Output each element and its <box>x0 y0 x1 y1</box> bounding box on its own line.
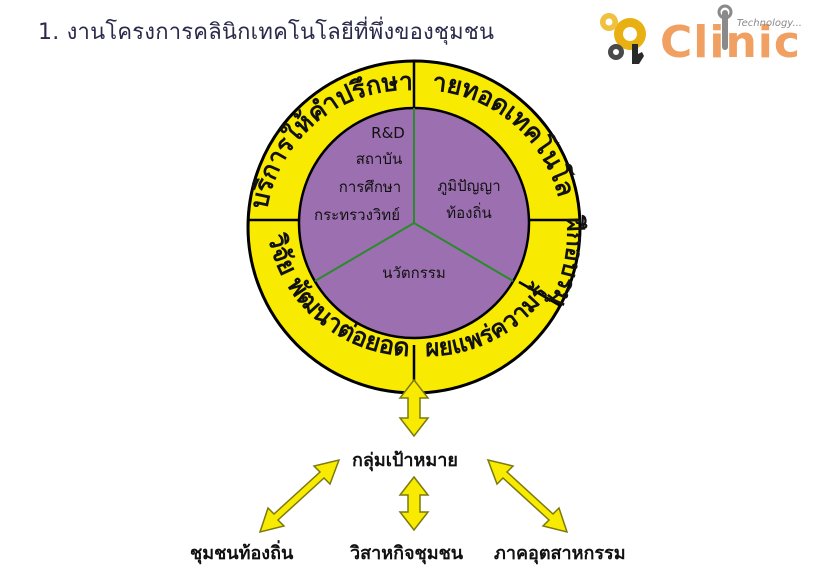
logo-tagline: Technology... <box>736 18 802 29</box>
ring-dividers <box>248 61 579 393</box>
arrow-target-to-center <box>398 475 430 532</box>
inner-label-local: ท้องถิ่น <box>446 202 492 222</box>
inner-label-institute: สถาบัน <box>356 150 402 168</box>
gear-dark-icon <box>608 44 624 60</box>
inner-label-education: การศึกษา <box>339 178 401 196</box>
clinic-logo: Clinic Technology... <box>594 4 816 70</box>
inner-label-rd: R&D <box>371 124 405 142</box>
cursor-hand-icon <box>632 44 644 64</box>
inner-dividers <box>314 108 514 282</box>
arrow-target-to-right <box>486 458 569 534</box>
gear-icon <box>600 4 733 64</box>
page-title: 1. งานโครงการคลินิกเทคโนโลยีที่พึ่งของชุ… <box>38 20 495 45</box>
gear-large-icon <box>614 18 646 50</box>
wrench-icon <box>717 4 733 50</box>
logo-wordmark: Clinic <box>660 17 801 68</box>
node-target-group: กลุ่มเป้าหมาย <box>352 450 458 471</box>
node-community-enterprise: วิสาหกิจชุมชน <box>350 543 464 564</box>
inner-label-ministry: กระทรวงวิทย์ <box>314 206 400 224</box>
node-local-community: ชุมชนท้องถิ่น <box>190 543 294 564</box>
inner-label-innovation: นวัตกรรม <box>382 264 446 282</box>
gear-small-icon <box>600 13 618 31</box>
arrow-target-to-left <box>258 458 341 534</box>
arrows <box>258 378 569 534</box>
arrow-ring-to-target <box>398 378 430 438</box>
inner-label-wisdom: ภูมิปัญญา <box>437 177 500 195</box>
node-industry-sector: ภาคอุตสาหกรรม <box>494 543 626 564</box>
